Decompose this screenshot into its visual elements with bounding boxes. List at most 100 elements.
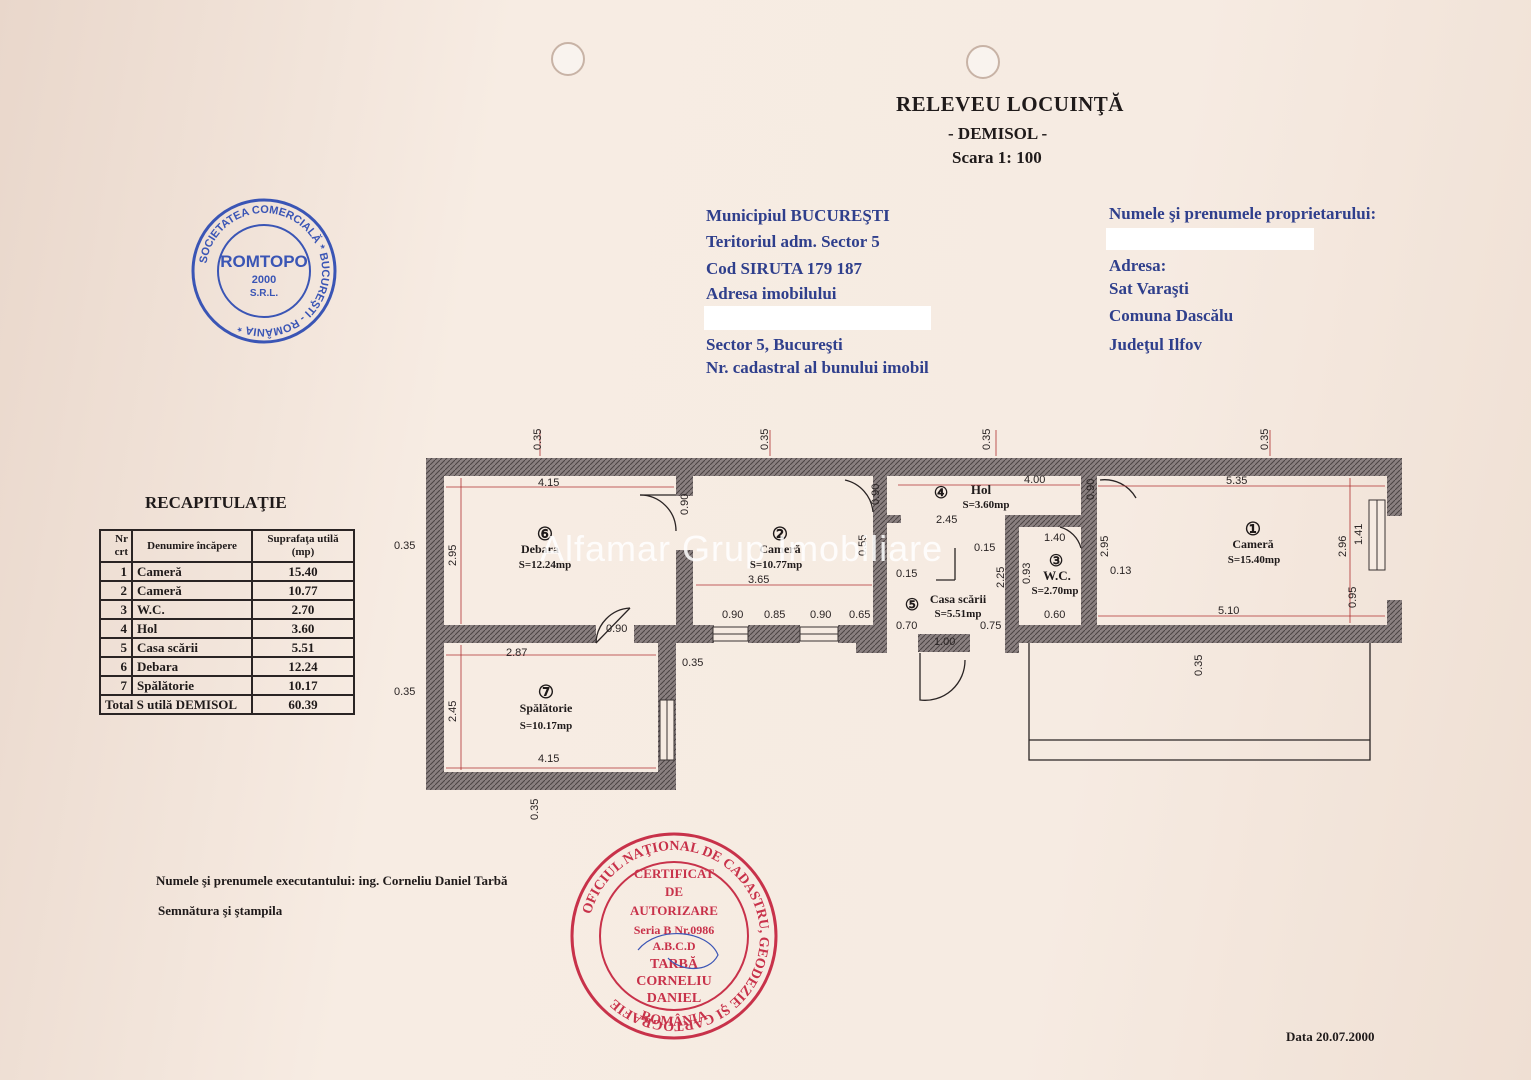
dim-label: 0.90 [1085, 479, 1097, 500]
dim-label: 0.55 [857, 535, 869, 556]
dim-label: 0.13 [1110, 565, 1131, 577]
owner-label: Numele şi prenumele proprietarului: [1109, 204, 1377, 223]
dim-label: 0.15 [896, 568, 917, 580]
dim-label: 0.90 [810, 609, 831, 621]
cadastral-number-label: Nr. cadastral al bunului imobil [706, 358, 929, 377]
room-area: S=12.24mp [519, 559, 571, 571]
dim-label: 0.35 [532, 429, 544, 450]
recap-header-name: Denumire încăpere [131, 529, 253, 563]
room-name: Cameră [759, 542, 800, 556]
municipality: Municipiul BUCUREŞTI [706, 206, 890, 225]
dim-label: 2.95 [447, 545, 459, 566]
recap-name: Debara [131, 656, 253, 677]
dim-label: 4.15 [538, 753, 559, 765]
room-number: ① [1245, 519, 1261, 539]
dim-label: 0.93 [1021, 563, 1033, 584]
authorization-stamp-line: CORNELIU [636, 974, 711, 989]
dim-label: 5.35 [1226, 475, 1247, 487]
svg-text:ROMÂNIA: ROMÂNIA [639, 1008, 711, 1030]
level-label: - DEMISOL - [948, 124, 1048, 143]
room-area: S=15.40mp [1228, 554, 1280, 566]
authorization-stamp-line: Seria B Nr.0986 [634, 923, 715, 937]
signature-label: Semnătura şi ştampila [158, 903, 283, 918]
owner-county: Judeţul Ilfov [1109, 335, 1203, 354]
room-area: S=3.60mp [963, 499, 1010, 511]
dim-label: 4.00 [1024, 474, 1045, 486]
room-number: ⑥ [537, 524, 553, 544]
recap-title: RECAPITULAŢIE [145, 493, 287, 512]
dim-label: 0.35 [529, 799, 541, 820]
walls [426, 458, 1402, 790]
redacted-owner [1106, 228, 1314, 250]
room-area: S=10.17mp [520, 720, 572, 732]
room-number: ④ [934, 485, 948, 502]
territory: Teritoriul adm. Sector 5 [706, 232, 880, 251]
room-number: ⑤ [905, 597, 919, 614]
authorization-stamp: OFICIUL NAŢIONAL DE CADASTRU, GEODEZIE Ş… [570, 832, 778, 1040]
recap-nr: 5 [99, 637, 133, 658]
authorization-stamp-line: CERTIFICAT [634, 866, 715, 881]
watermark: Alfamar Grup Imobiliare [540, 528, 944, 569]
siruta-code: Cod SIRUTA 179 187 [706, 259, 863, 278]
recap-nr: 1 [99, 561, 133, 582]
dim-label: 5.10 [1218, 605, 1239, 617]
signature-scribble [637, 932, 719, 970]
room-name: Cameră [1232, 537, 1273, 551]
recap-header-nr: Nr crt [99, 529, 133, 563]
dim-label: 0.90 [679, 494, 691, 515]
executor-label: Numele şi prenumele executantului: ing. … [156, 873, 508, 888]
recap-area: 2.70 [251, 599, 355, 620]
dim-label: 0.60 [1044, 609, 1065, 621]
dim-label: 2.96 [1337, 536, 1349, 557]
recap-area: 10.77 [251, 580, 355, 601]
room-area: S=10.77mp [750, 559, 802, 571]
punch-hole [551, 42, 585, 76]
recap-name: Cameră [131, 561, 253, 582]
room-name: Hol [971, 482, 992, 497]
scale-label: Scara 1: 100 [952, 148, 1042, 167]
owner-commune: Comuna Dascălu [1109, 306, 1234, 325]
room-number: ② [772, 524, 788, 544]
dim-label: 2.45 [936, 514, 957, 526]
table-total-row: Total S utilă DEMISOL 60.39 [99, 694, 355, 715]
recap-nr: 2 [99, 580, 133, 601]
balcony-outline [1028, 643, 1371, 761]
dimension-lines [446, 430, 1385, 770]
recap-name: Cameră [131, 580, 253, 601]
dim-label: 0.70 [896, 620, 917, 632]
dim-label: 0.90 [870, 484, 882, 505]
recap-nr: 6 [99, 656, 133, 677]
recap-name: Spălătorie [131, 675, 253, 696]
company-stamp-name: ROMTOPO [220, 252, 308, 271]
recap-table: Nr crt Denumire încăpere Suprafaţa utilă… [99, 529, 355, 715]
company-stamp-year: 2000 [252, 274, 276, 286]
redacted-address [704, 306, 931, 330]
recap-area: 3.60 [251, 618, 355, 639]
dim-label: 0.90 [606, 623, 627, 635]
dim-label: 2.45 [447, 701, 459, 722]
recap-total-label: Total S utilă DEMISOL [99, 694, 253, 715]
dim-label: 0.35 [682, 657, 703, 669]
owner-village: Sat Varaşti [1109, 279, 1189, 298]
authorization-stamp-line: DANIEL [647, 991, 701, 1006]
dim-label: 1.41 [1353, 524, 1365, 545]
dim-label: 0.75 [980, 620, 1001, 632]
recap-name: Casa scării [131, 637, 253, 658]
punch-hole [966, 45, 1000, 79]
room-name: Debara [521, 542, 559, 556]
dim-label: 0.85 [764, 609, 785, 621]
dim-label: 0.15 [974, 542, 995, 554]
dim-label: 2.87 [506, 647, 527, 659]
room-number: ③ [1049, 553, 1063, 570]
dim-label: 2.25 [995, 567, 1007, 588]
dim-label: 0.35 [1259, 429, 1271, 450]
document-title: RELEVEU LOCUINŢĂ [896, 92, 1124, 116]
company-stamp-type: S.R.L. [250, 288, 279, 299]
recap-nr: 7 [99, 675, 133, 696]
dim-label: 1.40 [1044, 532, 1065, 544]
floor-plan: 4.15 3.65 2.45 4.00 5.35 5.10 2.87 4.15 … [394, 429, 1402, 820]
dim-label: 4.15 [538, 477, 559, 489]
